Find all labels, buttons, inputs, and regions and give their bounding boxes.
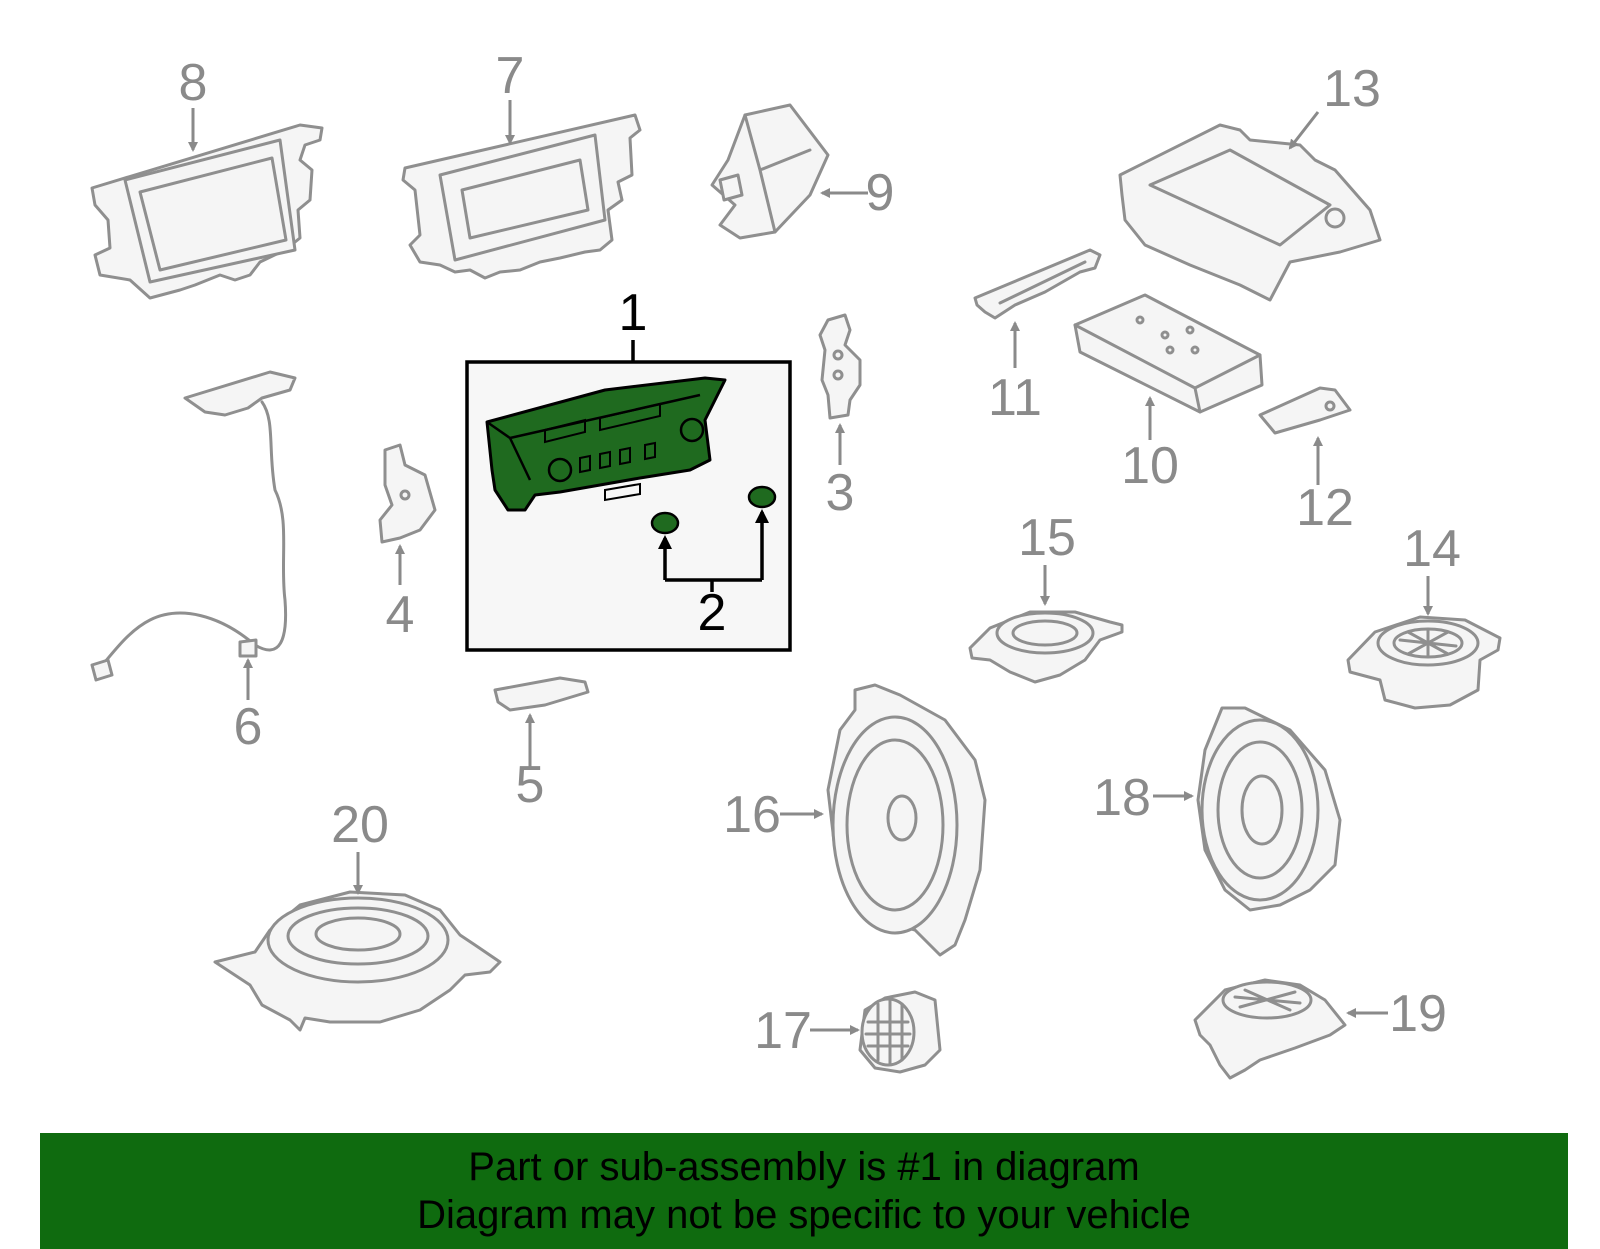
part-10-tuner-box	[1073, 293, 1264, 414]
callout-17: 17	[754, 1002, 812, 1060]
callout-19: 19	[1389, 985, 1447, 1043]
part-12-bracket	[1258, 386, 1352, 435]
part-17-tweeter	[858, 990, 942, 1074]
banner-line-1: Part or sub-assembly is #1 in diagram	[468, 1145, 1140, 1189]
callout-8: 8	[179, 54, 208, 112]
part-4-bracket	[378, 443, 437, 544]
callout-18: 18	[1093, 769, 1151, 827]
callout-6: 6	[234, 698, 263, 756]
part-16-speaker	[826, 683, 987, 957]
part-1-control-unit	[485, 376, 727, 512]
callout-13: 13	[1323, 60, 1381, 118]
part-9-module	[710, 103, 830, 240]
part-14-speaker	[1346, 615, 1502, 710]
part-8-display	[90, 123, 324, 300]
callout-12: 12	[1296, 479, 1354, 537]
part-2-grommets	[650, 485, 777, 535]
part-7-control-panel	[401, 113, 642, 280]
callout-11: 11	[988, 369, 1042, 427]
part-11-bracket	[973, 248, 1102, 320]
part-3-bracket	[818, 313, 862, 420]
callout-15: 15	[1018, 509, 1076, 567]
leader-2-bridge	[665, 578, 762, 592]
part-20-speaker	[213, 890, 502, 1032]
part-18-speaker	[1196, 706, 1342, 912]
banner-line-2: Diagram may not be specific to your vehi…	[417, 1193, 1191, 1237]
callout-7: 7	[496, 47, 525, 105]
leader-13	[1288, 111, 1320, 150]
callout-1: 1	[619, 284, 648, 342]
callout-10: 10	[1121, 437, 1179, 495]
part-5-plate	[493, 676, 590, 712]
callout-14: 14	[1403, 520, 1461, 578]
callout-3: 3	[826, 464, 855, 522]
part-15-speaker	[968, 610, 1124, 684]
callout-5: 5	[516, 756, 545, 814]
callout-20: 20	[331, 796, 389, 854]
callout-2: 2	[698, 584, 727, 642]
callout-4: 4	[386, 586, 415, 644]
part-19-tweeter	[1193, 978, 1347, 1080]
callout-9: 9	[866, 164, 895, 222]
info-banner: Part or sub-assembly is #1 in diagram Di…	[40, 1133, 1568, 1249]
part-6-antenna-cable	[90, 370, 297, 682]
callout-16: 16	[723, 786, 781, 844]
part-13-amplifier	[1118, 123, 1382, 302]
